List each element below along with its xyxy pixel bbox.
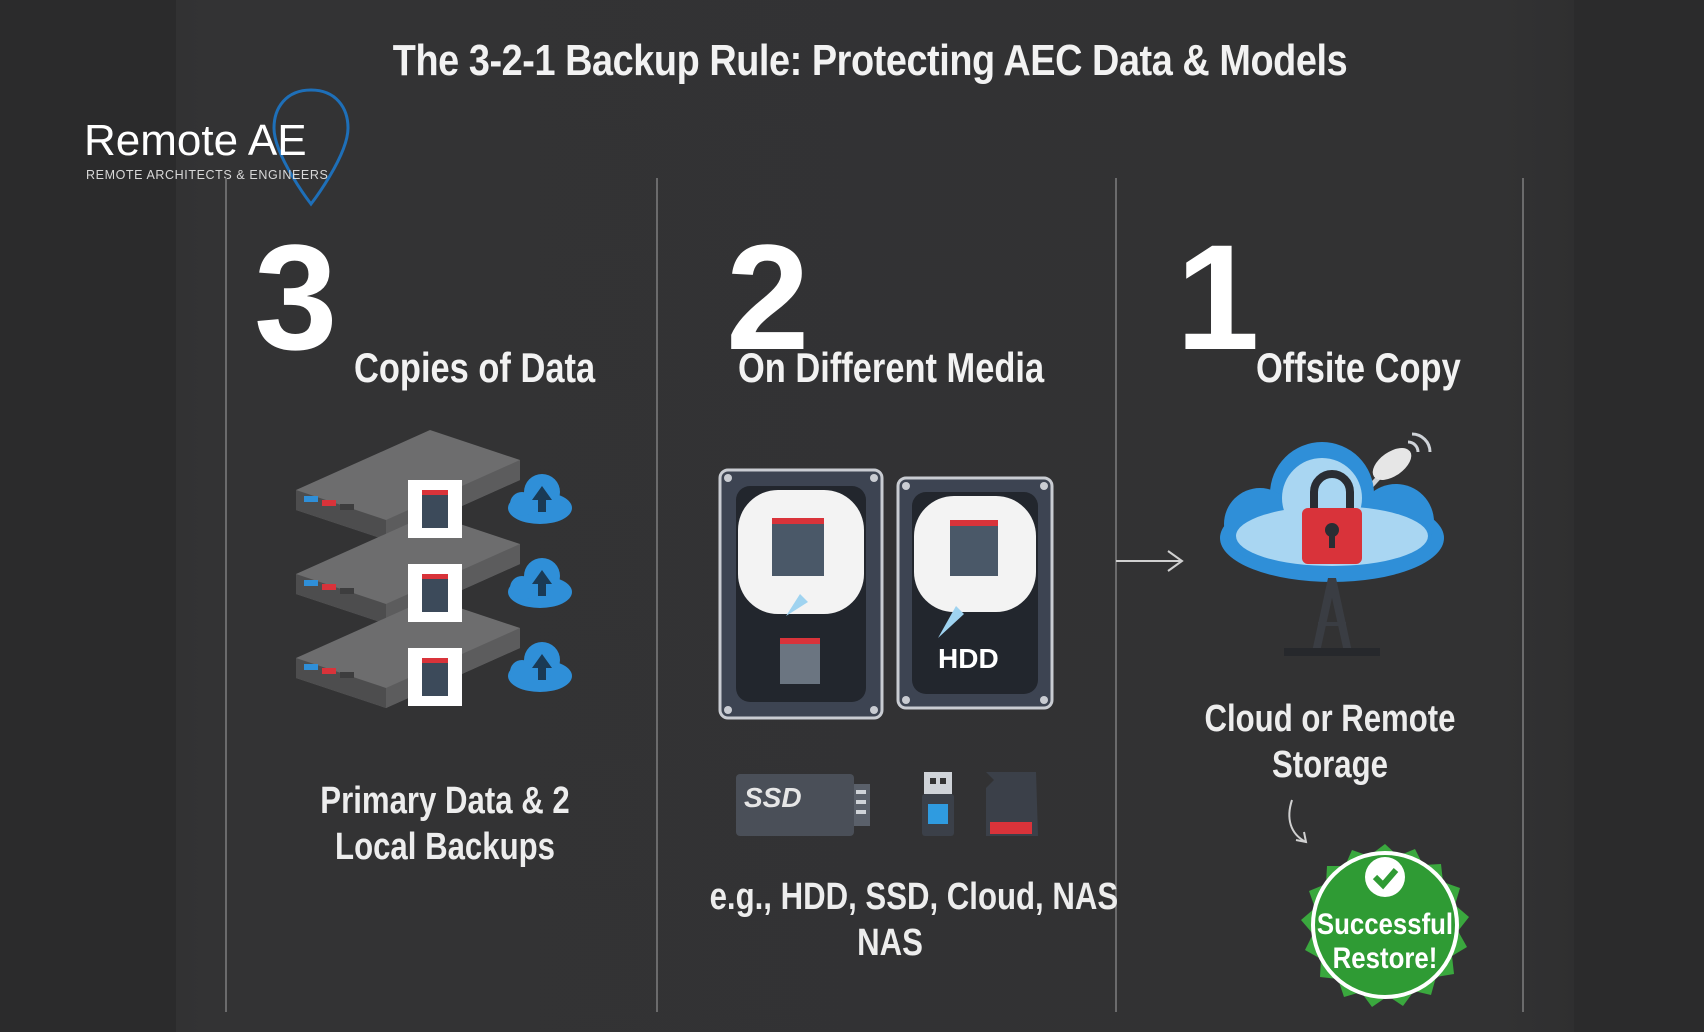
hdd-label: HDD — [938, 643, 999, 674]
tower-icon — [1284, 578, 1380, 656]
badge-line: Successful — [1316, 908, 1454, 941]
caption-line: Local Backups — [335, 826, 555, 868]
successful-restore-badge: Successful Restore! — [1290, 830, 1480, 1020]
cloud-upload-icon — [508, 558, 572, 608]
caption-media-examples: e.g., HDD, SSD, Cloud, NAS NAS — [709, 874, 1119, 966]
storage-devices-row — [736, 772, 1038, 836]
hard-drive-icon — [896, 476, 1054, 710]
cloud-lock-illustration — [1220, 432, 1444, 656]
caption-line: Primary Data & 2 — [320, 780, 570, 822]
hard-drives-illustration — [718, 468, 1054, 720]
rule-number-three: 3 — [254, 213, 338, 381]
rule-number-two: 2 — [726, 213, 810, 381]
badge-text: Successful Restore! — [1303, 908, 1466, 976]
column-divider — [656, 178, 658, 1012]
cloud-upload-icon — [508, 474, 572, 524]
document-building-icon — [408, 564, 462, 622]
hard-drive-icon — [718, 468, 884, 720]
caption-line: Storage — [1271, 744, 1389, 786]
document-building-icon — [408, 480, 462, 538]
logo-tagline: REMOTE ARCHITECTS & ENGINEERS — [86, 168, 329, 182]
rule-number-one: 1 — [1176, 213, 1260, 381]
column-divider — [1115, 178, 1117, 1012]
caption-cloud-remote: Cloud or Remote Storage — [1174, 696, 1486, 788]
remote-ae-logo: Remote AE REMOTE ARCHITECTS & ENGINEERS — [84, 86, 384, 211]
curved-arrow-icon — [1288, 799, 1308, 844]
heading-offsite-copy: Offsite Copy — [1256, 344, 1461, 391]
caption-line: NAS — [857, 922, 923, 964]
right-arrow-icon — [1116, 550, 1184, 572]
left-margin-band — [0, 0, 176, 1032]
sd-card-icon — [986, 772, 1038, 836]
page-title: The 3-2-1 Backup Rule: Protecting AEC Da… — [392, 36, 1348, 85]
heading-copies-of-data: Copies of Data — [354, 344, 596, 391]
column-divider — [225, 178, 227, 1012]
badge-line: Restore! — [1332, 942, 1438, 975]
usb-stick-icon — [922, 772, 954, 836]
cloud-upload-icon — [508, 642, 572, 692]
document-building-icon — [408, 648, 462, 706]
logo-wordmark: Remote AE — [84, 116, 307, 165]
caption-line: Cloud or Remote — [1204, 698, 1456, 740]
seal-badge-icon — [1301, 844, 1469, 1007]
ssd-drive-icon — [736, 774, 870, 836]
server-stack-illustration — [296, 430, 572, 708]
location-pin-icon — [272, 88, 350, 207]
caption-primary-local: Primary Data & 2 Local Backups — [285, 778, 605, 870]
caption-line: e.g., HDD, SSD, Cloud, NAS — [709, 876, 1119, 918]
heading-different-media: On Different Media — [738, 344, 1045, 391]
ssd-label: SSD — [744, 782, 802, 813]
padlock-icon — [1302, 470, 1362, 564]
column-divider — [1522, 178, 1524, 1012]
right-margin-band — [1574, 0, 1704, 1032]
